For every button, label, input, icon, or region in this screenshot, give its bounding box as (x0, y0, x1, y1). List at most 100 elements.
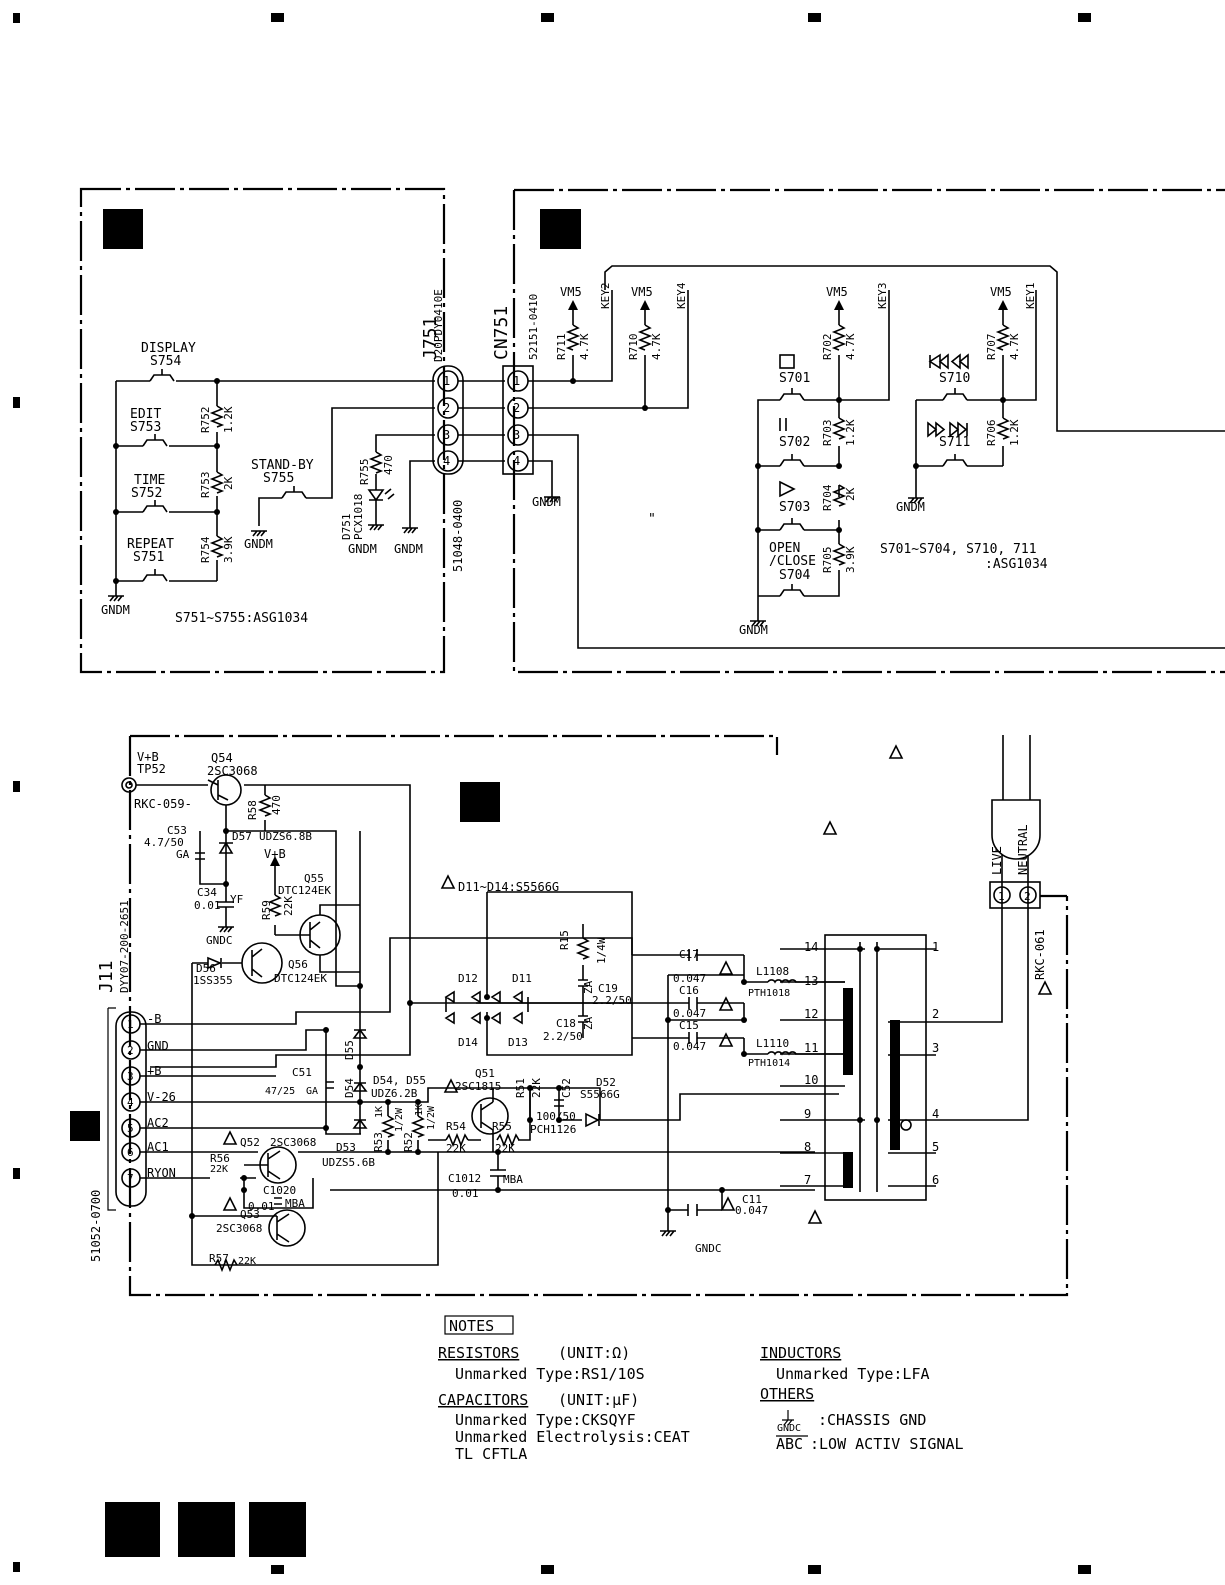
c15-label: C15 (679, 1019, 699, 1032)
c34-label: C34 (197, 886, 217, 899)
close-label: /CLOSE (769, 554, 816, 569)
page-label-square (105, 1502, 160, 1557)
transformer-pin: 13 (804, 974, 818, 988)
s711-label: S711 (939, 435, 970, 450)
resistors-type: Unmarked Type:RS1/10S (455, 1365, 645, 1383)
d14-label: D14 (458, 1036, 478, 1049)
cn-pin: 2 (1024, 890, 1031, 903)
q55-label: Q55 (304, 872, 324, 885)
r704-label: R704 (821, 484, 834, 511)
c18-value: 2.2/50 (543, 1030, 583, 1043)
r705-label: R705 (821, 547, 834, 574)
c18-label: C18 (556, 1017, 576, 1030)
za-label: ZA (582, 1016, 595, 1030)
keyboard-left-wiring (108, 365, 534, 602)
pin-number: 2 (443, 401, 450, 415)
q56-part: DTC124EK (274, 972, 327, 985)
r56-label: R56 (210, 1152, 230, 1165)
keyboard-left-labels: DISPLAY S754 EDIT S753 TIME S752 REPEAT … (101, 289, 561, 626)
q54-label: Q54 (211, 751, 233, 765)
switch-label-repeat: REPEAT (127, 537, 174, 552)
cn751-part: 52151-0410 (527, 294, 540, 360)
capacitors-heading: CAPACITORS (438, 1391, 528, 1409)
r56-value: 22K (210, 1164, 228, 1175)
d13-label: D13 (508, 1036, 528, 1049)
others-heading: OTHERS (760, 1385, 814, 1403)
frame-keyboard-right (512, 188, 1225, 674)
transformer-pin: 6 (932, 1173, 939, 1187)
keyboard-right-labels: VM5 VM5 VM5 VM5 KEY2 KEY4 KEY3 KEY1 R711… (555, 282, 1048, 637)
c19-label: C19 (598, 982, 618, 995)
c51-type: GA (306, 1086, 318, 1097)
open-label: OPEN (769, 541, 800, 556)
c16-label: C16 (679, 984, 699, 997)
vm5-label: VM5 (990, 285, 1012, 299)
j751-label: J751 (420, 317, 441, 360)
pin-label-minus-b: -B (147, 1012, 161, 1026)
r57-label: R57 (209, 1252, 229, 1265)
c11-value: 0.047 (735, 1204, 768, 1217)
transformer-pin: 2 (932, 1007, 939, 1021)
pin-number: 4 (513, 454, 520, 468)
gnd-label: GNDM (394, 542, 423, 556)
j751-part: D20PDY0410E (432, 289, 445, 362)
low-activ-signal: :LOW ACTIV SIGNAL (810, 1435, 964, 1453)
c52-type: PCH1126 (530, 1123, 576, 1136)
r753-value: 2K (222, 476, 235, 490)
block-label-square (70, 1111, 100, 1141)
c52-label: C52 (560, 1078, 573, 1098)
d56-label: D56 (196, 962, 216, 975)
r52-watt: 1/2W (426, 1105, 437, 1130)
live-label: LIVE (990, 846, 1004, 875)
led-ref: D751 (340, 514, 353, 541)
q55-part: DTC124EK (278, 884, 331, 897)
rkc059-label: RKC-059- (134, 797, 192, 811)
c53-type: GA (176, 848, 190, 861)
c51-value: 47/25 (265, 1086, 295, 1097)
j11-label: J11 (96, 960, 117, 993)
neutral-label: NEUTRAL (1016, 824, 1030, 875)
pin-number: 4 (127, 1096, 134, 1109)
d57-part: UDZS6.8B (259, 830, 312, 843)
d54-d55-part: UDZ6.2B (371, 1087, 418, 1100)
r704-value: 2K (844, 487, 857, 501)
q52-label: Q52 (240, 1136, 260, 1149)
r706-value: 1.2K (1008, 419, 1021, 446)
r707-value: 4.7K (1008, 333, 1021, 360)
c17-label: C17 (679, 948, 699, 961)
r754-value: 3.9K (222, 536, 235, 563)
standby-ref: S755 (263, 471, 294, 486)
r54-value: 22K (446, 1142, 466, 1155)
r703-value: 1.2K (844, 419, 857, 446)
r51-label: R51 (514, 1078, 527, 1098)
r55-value: 22K (495, 1142, 515, 1155)
r703-label: R703 (821, 420, 834, 447)
capacitors-electrolysis: Unmarked Electrolysis:CEAT (455, 1428, 690, 1446)
r52-label: R52 (402, 1132, 415, 1152)
vm5-label: VM5 (826, 285, 848, 299)
r710-value: 4.7K (650, 333, 663, 360)
r53-watt: 1/2W (394, 1107, 405, 1132)
standby-label: STAND-BY (251, 458, 314, 473)
r52-value: 1K (414, 1104, 425, 1116)
c53-value: 4.7/50 (144, 836, 184, 849)
inductors-type: Unmarked Type:LFA (776, 1365, 930, 1383)
c19-value: 2.2/50 (592, 994, 632, 1007)
capacitors-type: Unmarked Type:CKSQYF (455, 1411, 636, 1429)
gnd-label: GNDM (532, 495, 561, 509)
pin-number: 1 (443, 374, 450, 388)
r711-label: R711 (555, 334, 568, 361)
r58-label: R58 (246, 800, 259, 820)
cn-pin: 1 (998, 890, 1005, 903)
registration-marks (13, 13, 1091, 1574)
d12-label: D12 (458, 972, 478, 985)
switch-label-display: DISPLAY (141, 341, 196, 356)
page-label-square (178, 1502, 235, 1557)
r754-label: R754 (199, 536, 212, 563)
pin-label-ac2: AC2 (147, 1116, 169, 1130)
transformer-pin: 5 (932, 1140, 939, 1154)
page-label-square (249, 1502, 306, 1557)
transformer-pin: 4 (932, 1107, 939, 1121)
pin-number: 1 (127, 1018, 134, 1031)
resistors-unit: (UNIT:Ω) (558, 1344, 630, 1362)
